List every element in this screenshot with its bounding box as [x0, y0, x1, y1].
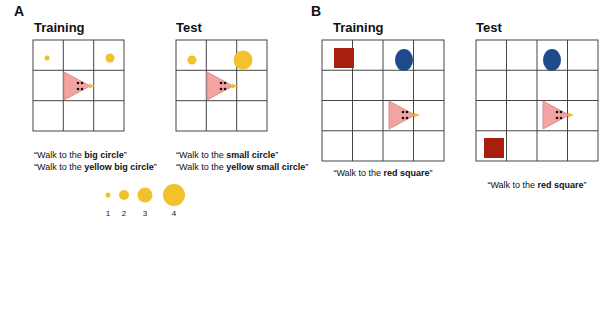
panel-letter: A [14, 3, 24, 19]
instruction-text: “Walk to the yellow small circle” [176, 162, 308, 172]
agent [64, 72, 95, 100]
agent [389, 101, 420, 129]
panel-heading: Test [476, 21, 502, 36]
grid-world [322, 40, 444, 161]
instruction-text: “Walk to the red square” [487, 180, 586, 190]
size-circle [119, 190, 129, 200]
blue-circle [395, 49, 413, 71]
red-square [484, 138, 504, 158]
blue-circle [543, 49, 561, 71]
size-number: 4 [172, 209, 176, 218]
agent [207, 72, 238, 100]
target-circle [188, 56, 197, 65]
grid-world [476, 40, 598, 161]
target-circle [106, 54, 115, 63]
instruction-text: “Walk to the red square” [333, 168, 432, 178]
size-number: 3 [143, 209, 147, 218]
agent [543, 101, 574, 129]
grid-world [33, 40, 124, 131]
grid-world [176, 40, 267, 131]
size-circle [163, 184, 185, 206]
panel-heading: Test [176, 21, 202, 36]
instruction-text: “Walk to the big circle” [34, 150, 127, 160]
panel-heading: Training [333, 21, 384, 36]
panel-heading: Training [34, 21, 85, 36]
size-number: 2 [122, 209, 126, 218]
size-circle [138, 188, 153, 203]
target-circle [45, 56, 50, 61]
red-square [334, 48, 354, 68]
instruction-text: “Walk to the small circle” [176, 150, 278, 160]
size-circle [106, 193, 111, 198]
target-circle [234, 51, 253, 70]
panel-letter: B [311, 3, 321, 19]
size-number: 1 [106, 209, 110, 218]
instruction-text: “Walk to the yellow big circle” [34, 162, 157, 172]
